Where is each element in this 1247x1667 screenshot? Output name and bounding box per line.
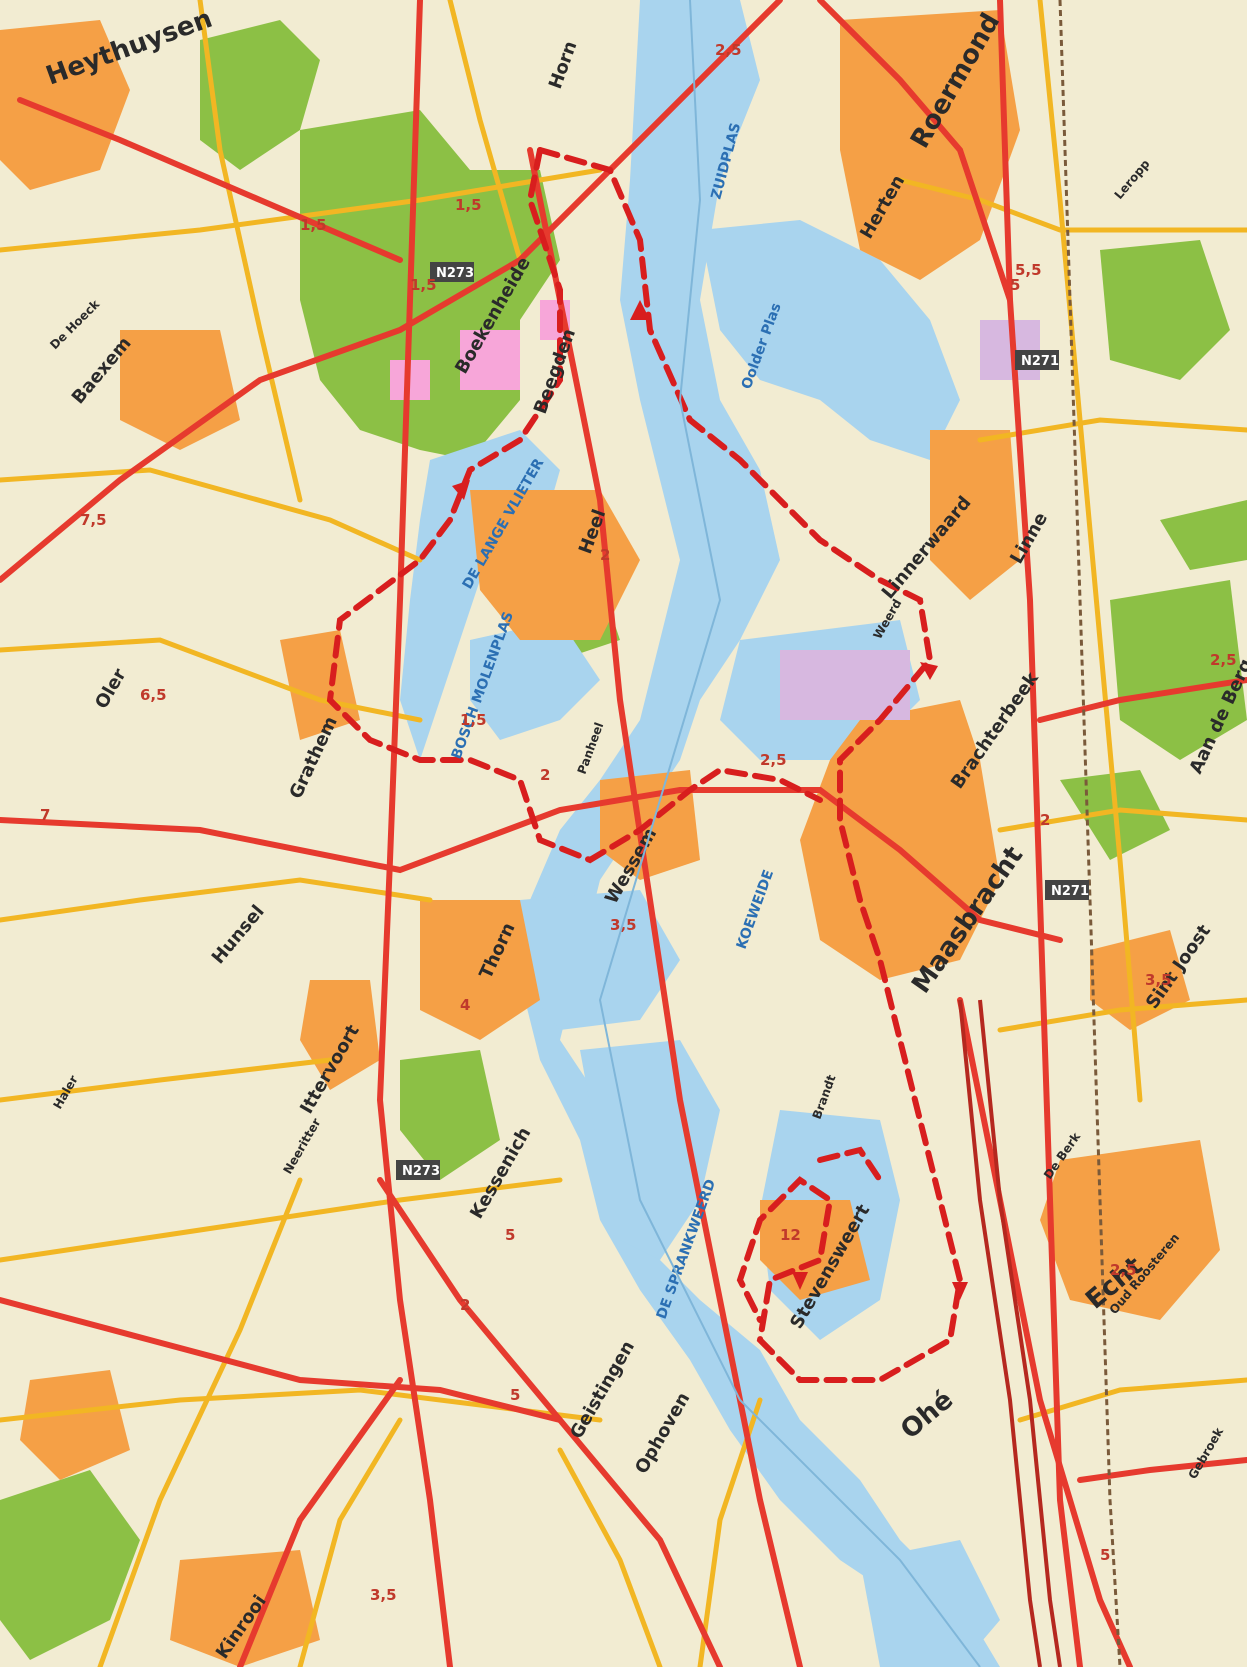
dist-7: 2: [600, 546, 610, 564]
dist-0: 2,5: [715, 41, 742, 59]
dist-3: 7,5: [80, 511, 107, 529]
road-shield-n271b: [1045, 880, 1089, 900]
dist-18: 5: [1010, 276, 1020, 294]
distance-labels: 2,5 1,5 1,5 7,5 6,5 1,5 2 2 3,5 2,5 4 5 …: [40, 41, 1237, 1604]
railway: [1058, 0, 1122, 1667]
dist-14: 2,5: [1110, 1261, 1137, 1279]
road-shield-n273: [430, 262, 474, 282]
motorway: [958, 999, 1062, 1667]
dist-11: 5: [505, 1226, 515, 1244]
road-shield-n271: [1015, 350, 1059, 370]
dist-9: 2,5: [760, 751, 787, 769]
dist-19: 2: [1040, 811, 1050, 829]
dist-22: 3,5: [1145, 971, 1172, 989]
river-banks: [598, 0, 981, 1667]
dist-12: 2: [460, 1296, 470, 1314]
road-shield-n273b: [396, 1160, 440, 1180]
dist-24: 5,5: [1015, 261, 1042, 279]
dist-10: 4: [460, 996, 470, 1014]
label-n271b: N271: [1051, 884, 1089, 899]
dist-17: 2,5: [1210, 651, 1237, 669]
dist-2: 1,5: [410, 276, 437, 294]
dist-23: 5: [510, 1386, 520, 1404]
dist-4: 6,5: [140, 686, 167, 704]
road-number-labels: N273 N271 N271 N273: [396, 262, 1089, 1180]
dist-16: 5: [1100, 1546, 1110, 1564]
dist-1: 1,5: [455, 196, 482, 214]
route-arrows: [452, 300, 968, 1300]
label-n271: N271: [1021, 354, 1059, 369]
cycling-route: [326, 147, 964, 1383]
dist-5: 1,5: [460, 711, 487, 729]
label-n273: N273: [436, 266, 474, 281]
dist-21: 1,5: [300, 216, 327, 234]
label-n273b: N273: [402, 1164, 440, 1179]
dist-13: 7: [40, 806, 50, 824]
urban-areas: [0, 10, 1220, 1667]
dist-20: 12: [780, 1226, 801, 1244]
dist-15: 3,5: [370, 1586, 397, 1604]
dist-6: 2: [540, 766, 550, 784]
